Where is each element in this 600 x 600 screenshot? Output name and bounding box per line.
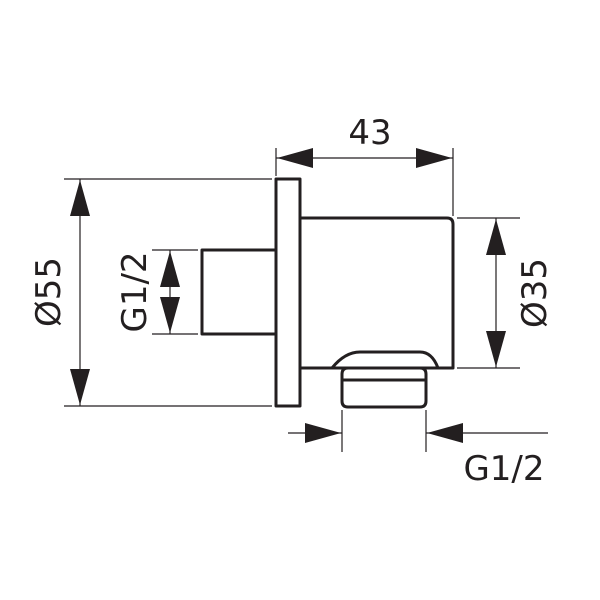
extension-lines (64, 148, 520, 452)
dimension-outlet-arrow-left (305, 423, 341, 443)
dimension-35-arrow-bottom (486, 331, 506, 367)
dimension-lines (70, 148, 548, 443)
label-width-43: 43 (348, 113, 391, 153)
dimension-inlet-arrow-top (160, 251, 180, 287)
label-diameter-55: Ø55 (29, 257, 69, 327)
dimension-35-arrow-top (486, 219, 506, 255)
dimension-55-arrow-top (70, 180, 90, 216)
dimension-inlet-arrow-bottom (160, 297, 180, 333)
main-body (300, 216, 455, 370)
label-outlet-thread: G1/2 (463, 449, 544, 489)
dimension-43-arrow-left (277, 148, 313, 168)
wall-flange (274, 177, 302, 408)
part-outline (200, 177, 455, 409)
dimension-labels: 43 Ø55 G1/2 Ø35 G1/2 (29, 113, 555, 489)
dimension-43-arrow-right (416, 148, 452, 168)
label-diameter-35: Ø35 (515, 258, 555, 328)
outlet-hex-nut (340, 366, 428, 409)
inlet-thread-stub (200, 248, 278, 336)
dimension-outlet-arrow-right (427, 423, 463, 443)
dimension-55-arrow-bottom (70, 369, 90, 405)
outlet-neck (330, 350, 440, 369)
label-inlet-thread: G1/2 (115, 251, 155, 332)
